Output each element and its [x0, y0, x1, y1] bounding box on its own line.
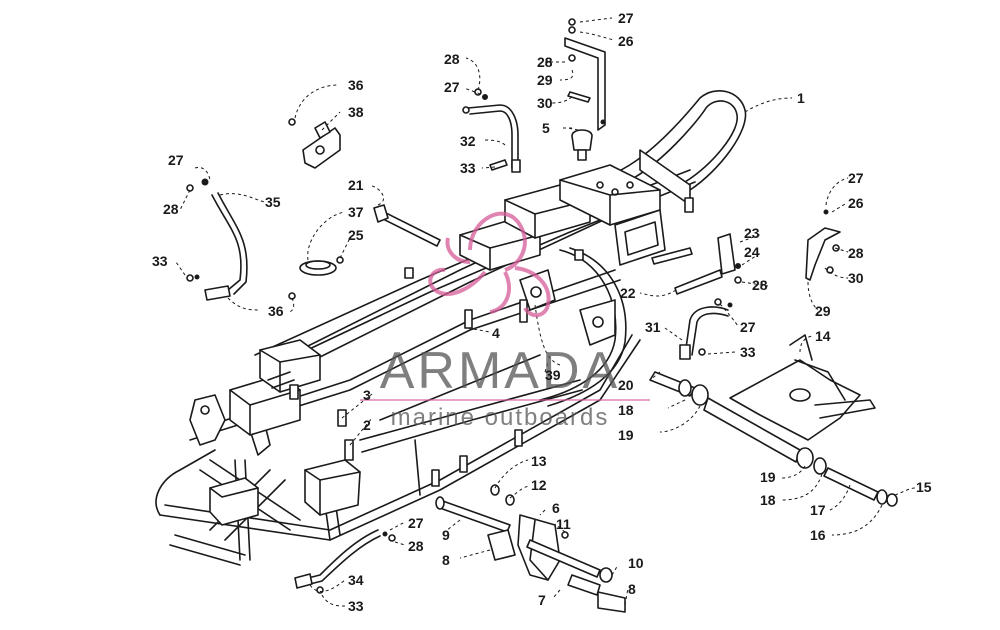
callout-16: 16	[810, 527, 826, 543]
callout-28f: 28	[408, 538, 424, 554]
callout-27a: 27	[618, 10, 634, 26]
callout-8b: 8	[628, 581, 636, 597]
callout-28b: 28	[444, 51, 460, 67]
callout-27b: 27	[444, 79, 460, 95]
callout-32: 32	[460, 133, 476, 149]
callout-30b: 30	[848, 270, 864, 286]
callout-28a: 28	[537, 54, 553, 70]
callout-4: 4	[492, 325, 500, 341]
callout-10: 10	[628, 555, 644, 571]
battery-cable-left	[186, 178, 248, 301]
callout-39: 39	[545, 367, 561, 383]
callout-17: 17	[810, 502, 826, 518]
callout-27e: 27	[740, 319, 756, 335]
callout-18b: 18	[760, 492, 776, 508]
callout-25: 25	[348, 227, 364, 243]
callout-14: 14	[815, 328, 831, 344]
callout-27f: 27	[408, 515, 424, 531]
callout-34: 34	[348, 572, 364, 588]
callout-35: 35	[265, 194, 281, 210]
callout-12: 12	[531, 477, 547, 493]
lower-mount-assembly	[435, 484, 626, 613]
callout-labels: 1 2 3 4 5 6 7 8 8 9 10 11 12 13 14 15 16…	[152, 10, 932, 614]
callout-33a: 33	[460, 160, 476, 176]
callout-36a: 36	[348, 77, 364, 93]
callout-13: 13	[531, 453, 547, 469]
callout-33d: 33	[348, 598, 364, 614]
callout-36b: 36	[268, 303, 284, 319]
callout-6: 6	[552, 500, 560, 516]
callout-28c: 28	[163, 201, 179, 217]
leader-lines	[175, 17, 916, 607]
callout-27d: 27	[848, 170, 864, 186]
ground-cable-right	[651, 233, 742, 360]
callout-19a: 19	[618, 427, 634, 443]
callout-19b: 19	[760, 469, 776, 485]
callout-31: 31	[645, 319, 661, 335]
callout-21: 21	[348, 177, 364, 193]
callout-30a: 30	[537, 95, 553, 111]
watermark-title: ARMADA	[380, 342, 620, 400]
callout-20: 20	[618, 377, 634, 393]
battery-bracket	[288, 118, 341, 169]
callout-3: 3	[363, 387, 371, 403]
octopus-logo-icon	[428, 211, 551, 318]
watermark: ARMADA marine outboards	[360, 211, 650, 431]
callout-26a: 26	[618, 33, 634, 49]
watermark-subtitle: marine outboards	[391, 404, 610, 431]
callout-15: 15	[916, 479, 932, 495]
main-frame	[155, 90, 747, 566]
callout-33c: 33	[740, 344, 756, 360]
callout-22: 22	[620, 285, 636, 301]
callout-8a: 8	[442, 552, 450, 568]
callout-27c: 27	[168, 152, 184, 168]
callout-29b: 29	[815, 303, 831, 319]
callout-1: 1	[797, 90, 805, 106]
callout-2: 2	[363, 417, 371, 433]
callout-28e: 28	[752, 277, 768, 293]
callout-11: 11	[556, 516, 571, 532]
callout-28d: 28	[848, 245, 864, 261]
side-bracket-right	[805, 209, 841, 281]
callout-26b: 26	[848, 195, 864, 211]
callout-5: 5	[542, 120, 550, 136]
callout-18a: 18	[618, 402, 634, 418]
lower-cable	[294, 529, 396, 594]
swing-arm-assembly	[649, 334, 898, 507]
callout-24: 24	[744, 244, 760, 260]
ground-cable-upper	[462, 88, 521, 173]
upper-support-bracket	[564, 18, 606, 161]
callout-38: 38	[348, 104, 364, 120]
callout-37: 37	[348, 204, 364, 220]
callout-7: 7	[538, 592, 546, 608]
callout-29a: 29	[537, 72, 553, 88]
long-bolt-and-clamp	[288, 204, 441, 300]
callout-23: 23	[744, 225, 760, 241]
callout-9: 9	[442, 527, 450, 543]
callout-33b: 33	[152, 253, 168, 269]
